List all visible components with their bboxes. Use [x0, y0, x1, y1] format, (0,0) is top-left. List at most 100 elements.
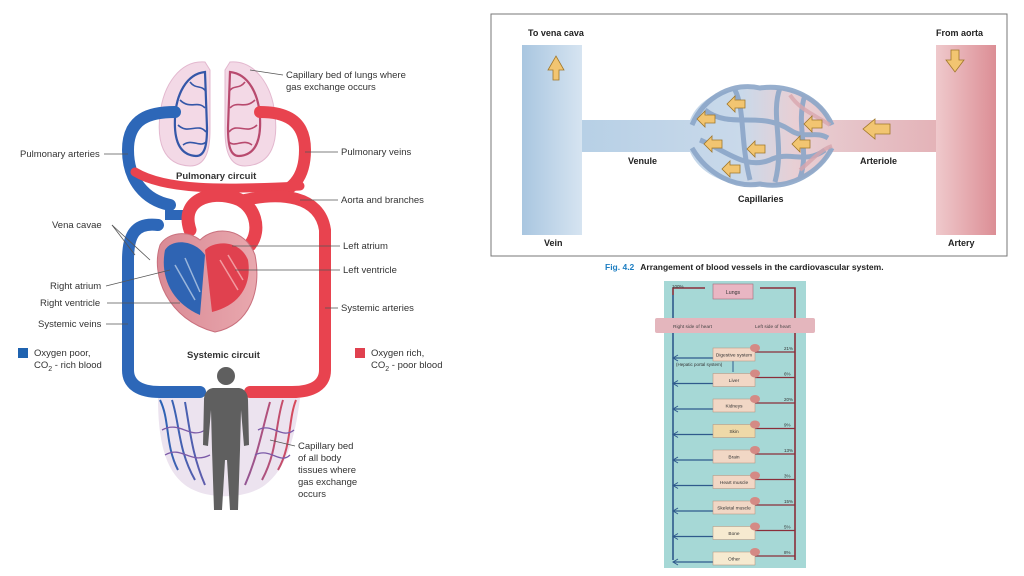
arrowhead-icon — [672, 431, 679, 438]
organ-icon — [750, 344, 760, 352]
organ-box — [712, 347, 756, 362]
legend-swatch-oxygen-rich — [355, 348, 365, 358]
organ-name: Bone — [728, 531, 740, 537]
legend-oxygen-rich-line2: CO2 - poor blood — [371, 360, 443, 373]
aorta-vessel — [181, 188, 263, 252]
organ-row: Skin 9% — [672, 420, 795, 438]
label-arteriole: Arteriole — [860, 156, 897, 166]
arrowhead-icon — [672, 380, 679, 387]
organ-name: Brain — [728, 455, 740, 461]
organ-icon — [750, 497, 760, 505]
lungs — [158, 61, 277, 167]
label-body-capillary-4: gas exchange — [298, 477, 357, 488]
label-pulmonary-veins: Pulmonary veins — [341, 147, 411, 158]
label-body-capillary-2: of all body — [298, 453, 342, 464]
artery-tube — [936, 45, 996, 235]
organ-icon — [750, 522, 760, 531]
label-to-vena-cava: To vena cava — [528, 28, 585, 38]
organ-box — [712, 373, 756, 387]
label-vein: Vein — [544, 238, 563, 248]
organ-icon — [750, 548, 760, 556]
systemic-artery-vessel — [239, 190, 331, 398]
label-capillaries: Capillaries — [738, 194, 784, 204]
organ-box — [712, 449, 756, 464]
organ-row: Bone 5% — [672, 522, 795, 540]
label-pulmonary-circuit: Pulmonary circuit — [176, 171, 257, 182]
legend-swatch-oxygen-poor — [18, 348, 28, 358]
label-top-percent: 100% — [672, 284, 684, 289]
organ-percent: 21% — [784, 346, 793, 351]
organ-percent: 8% — [784, 550, 791, 555]
label-aorta: Aorta and branches — [341, 195, 424, 206]
organ-row: Heart muscle 3% — [672, 471, 795, 489]
legend: Oxygen poor, CO2 - rich blood Oxygen ric… — [18, 348, 443, 373]
organ-icon — [750, 395, 760, 403]
organ-box — [712, 424, 756, 438]
label-systemic-circuit: Systemic circuit — [187, 350, 261, 361]
label-vena-cavae: Vena cavae — [52, 220, 102, 231]
arrowhead-icon — [672, 533, 679, 540]
organ-box — [712, 475, 756, 489]
label-from-aorta: From aorta — [936, 28, 984, 38]
capillary-network — [689, 84, 835, 188]
organ-name: Liver — [729, 378, 740, 384]
flow-arrows — [547, 49, 965, 178]
heart-band — [655, 318, 815, 333]
organ-percent: 9% — [784, 423, 791, 428]
organ-name: Skin — [729, 429, 739, 435]
organ-row: Liver 6% — [672, 369, 795, 387]
pulmonary-artery-vessel — [121, 106, 181, 211]
organ-name: Heart muscle — [720, 480, 749, 486]
vein-tube — [522, 45, 582, 235]
blood-distribution-figure: Lungs 100% Right side of heart Left side… — [655, 281, 815, 568]
organ-name: Skeletal muscle — [717, 506, 751, 512]
label-body-capillary-1: Capillary bed — [298, 441, 353, 452]
leader-lines — [104, 69, 340, 447]
label-hepatic-portal: (Hepatic portal system) — [676, 362, 723, 367]
organ-name: Digestive system — [716, 353, 752, 359]
arrowhead-icon — [672, 507, 679, 515]
label-left-atrium: Left atrium — [343, 241, 388, 252]
label-systemic-veins: Systemic veins — [38, 319, 102, 330]
arrowhead-icon — [672, 354, 679, 362]
systemic-vein-vessel — [122, 218, 206, 398]
label-artery: Artery — [948, 238, 975, 248]
organ-icon — [750, 420, 760, 429]
organ-row: Digestive system 21% — [672, 344, 795, 362]
organ-percent: 3% — [784, 474, 791, 479]
organ-box — [712, 500, 756, 515]
arrowhead-icon — [672, 558, 679, 566]
arrowhead-icon — [672, 405, 679, 413]
organ-row: Skeletal muscle 15% — [672, 497, 795, 515]
lungs-box — [712, 283, 754, 300]
organ-box — [712, 526, 756, 540]
arrowhead-icon — [672, 456, 679, 464]
legend-oxygen-poor-line1: Oxygen poor, — [34, 348, 91, 359]
label-lungs-capillary-2: gas exchange occurs — [286, 82, 376, 93]
organ-name: Kidneys — [725, 404, 743, 410]
label-body-capillary-3: tissues where — [298, 465, 356, 476]
label-lungs-capillary-1: Capillary bed of lungs where — [286, 70, 406, 81]
arrowhead-icon — [672, 482, 679, 489]
label-left-ventricle: Left ventricle — [343, 265, 397, 276]
label-systemic-arteries: Systemic arteries — [341, 303, 414, 314]
label-pulmonary-arteries: Pulmonary arteries — [20, 149, 100, 160]
label-venule: Venule — [628, 156, 657, 166]
label-right-ventricle: Right ventricle — [40, 298, 100, 309]
label-right-atrium: Right atrium — [50, 281, 101, 292]
organ-percent: 15% — [784, 499, 793, 504]
label-right-side-heart: Right side of heart — [673, 324, 713, 330]
organ-percent: 6% — [784, 372, 791, 377]
organ-box — [712, 398, 756, 413]
human-silhouette — [203, 367, 249, 510]
legend-oxygen-rich-line1: Oxygen rich, — [371, 348, 424, 359]
organ-percent: 5% — [784, 525, 791, 530]
organ-icon — [750, 446, 760, 454]
label-left-side-heart: Left side of heart — [755, 324, 791, 330]
